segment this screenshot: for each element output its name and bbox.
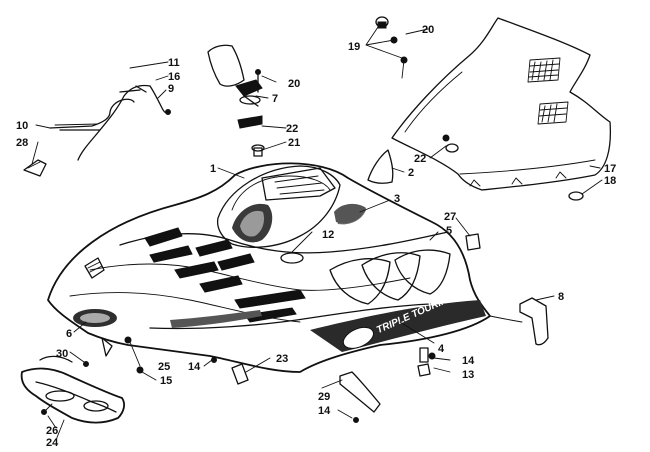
callout-27: 27 <box>444 211 456 223</box>
callout-26: 26 <box>46 425 58 437</box>
hood-assembly: TRIPLE TOURING <box>47 162 491 373</box>
windshield-fasteners <box>375 16 584 201</box>
callout-3: 3 <box>394 193 400 205</box>
callout-12: 12 <box>322 229 334 241</box>
callout-11: 11 <box>168 57 180 69</box>
callout-14c: 14 <box>318 405 331 417</box>
callout-24: 24 <box>46 437 59 449</box>
lower-bracket-part <box>339 371 381 413</box>
callout-20a: 20 <box>422 24 434 36</box>
windshield <box>391 17 612 191</box>
callout-28: 28 <box>16 137 28 149</box>
callout-19: 19 <box>348 41 360 53</box>
callout-15: 15 <box>160 375 172 387</box>
deflector-part <box>367 149 394 184</box>
callout-14b: 14 <box>462 355 475 367</box>
callout-22b: 22 <box>414 153 426 165</box>
callout-23: 23 <box>276 353 288 365</box>
callout-16: 16 <box>168 71 180 83</box>
callout-13: 13 <box>462 369 474 381</box>
callout-25: 25 <box>158 361 170 373</box>
callout-17: 17 <box>604 163 616 175</box>
callout-4: 4 <box>438 343 445 355</box>
callout-7: 7 <box>272 93 278 105</box>
mount-part <box>231 363 249 385</box>
callout-14a: 14 <box>188 361 201 373</box>
callout-8: 8 <box>558 291 564 303</box>
callout-labels: 1 2 3 4 5 6 7 8 9 10 11 12 13 14 14 14 1… <box>16 24 616 449</box>
callout-6: 6 <box>66 328 72 340</box>
callout-21: 21 <box>288 137 300 149</box>
mirror-part <box>207 44 265 157</box>
callout-20b: 20 <box>288 78 300 90</box>
callout-29: 29 <box>318 391 330 403</box>
callout-10: 10 <box>16 120 28 132</box>
bumper-part <box>20 355 125 424</box>
bracket-part <box>519 297 549 346</box>
hardware-right <box>417 347 436 377</box>
hood-plug-part <box>334 203 366 224</box>
leader-lines <box>31 23 603 441</box>
callout-18: 18 <box>604 175 616 187</box>
callout-30: 30 <box>56 348 68 360</box>
callout-1: 1 <box>210 163 216 175</box>
callout-2: 2 <box>408 167 414 179</box>
callout-9: 9 <box>168 83 174 95</box>
panel-part <box>465 233 481 251</box>
callout-22a: 22 <box>286 123 298 135</box>
cable-assembly <box>23 84 171 177</box>
callout-5: 5 <box>446 225 452 237</box>
